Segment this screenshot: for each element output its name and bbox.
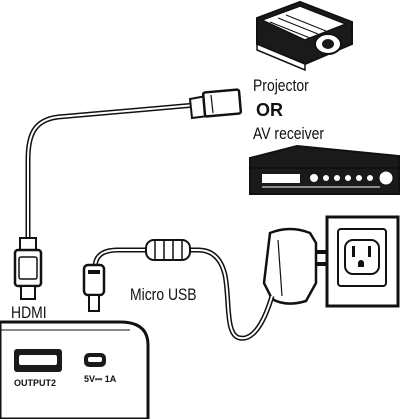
power-adapter-icon bbox=[264, 229, 328, 304]
wall-outlet-icon bbox=[327, 217, 398, 306]
projector-icon bbox=[257, 2, 352, 70]
device-box bbox=[0, 322, 148, 419]
hdmi-cable bbox=[28, 105, 195, 240]
label-micro-usb: Micro USB bbox=[130, 285, 197, 305]
label-or: OR bbox=[256, 100, 283, 121]
label-projector: Projector bbox=[253, 76, 309, 96]
micro-usb-plug-icon bbox=[84, 265, 104, 311]
label-av-receiver: AV receiver bbox=[253, 124, 324, 144]
hdmi-plug-icon bbox=[15, 238, 41, 299]
port-label-output: OUTPUT2 bbox=[14, 378, 56, 388]
port-label-power: 5V⎓ 1A bbox=[84, 374, 116, 385]
label-hdmi: HDMI bbox=[11, 303, 47, 323]
av-receiver-icon bbox=[250, 146, 399, 194]
usb-plug-icon bbox=[190, 89, 241, 118]
